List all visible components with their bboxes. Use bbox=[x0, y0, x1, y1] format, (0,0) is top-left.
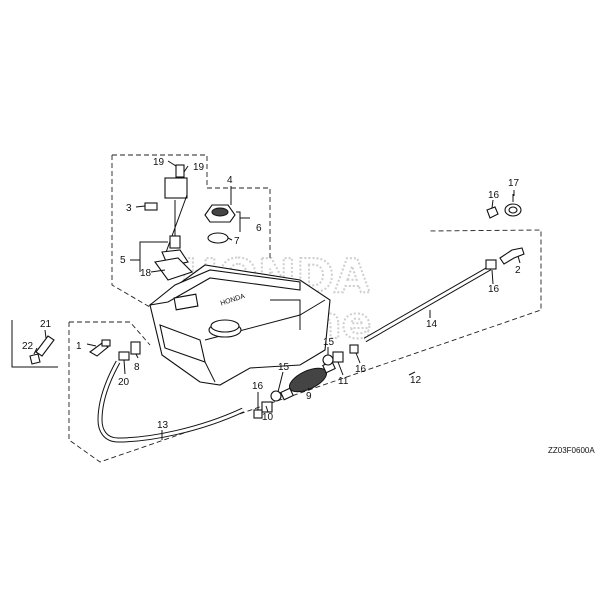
nut-16 bbox=[486, 206, 499, 219]
callout-21: 21 bbox=[40, 319, 52, 330]
callout-16b: 16 bbox=[488, 284, 500, 295]
valve-10 bbox=[261, 401, 273, 413]
callout-7: 7 bbox=[234, 236, 240, 247]
fuel-gauge-assembly bbox=[154, 164, 194, 281]
nut-22 bbox=[29, 353, 41, 365]
valve-11 bbox=[332, 351, 344, 363]
callout-3: 3 bbox=[126, 203, 132, 214]
callout-20: 20 bbox=[118, 377, 130, 388]
leader-lines bbox=[33, 160, 521, 440]
callout-15b: 15 bbox=[323, 337, 335, 348]
clamp-20 bbox=[118, 351, 130, 361]
callout-16c: 16 bbox=[252, 381, 264, 392]
callout-8: 8 bbox=[134, 362, 140, 373]
adapter-21 bbox=[35, 335, 55, 357]
clip-17 bbox=[504, 194, 522, 217]
callout-11: 11 bbox=[338, 376, 349, 387]
callout-9: 9 bbox=[306, 391, 312, 402]
clamp-15b bbox=[322, 354, 334, 366]
callout-18: 18 bbox=[140, 268, 152, 279]
callout-2: 2 bbox=[515, 265, 521, 276]
fuel-tank: HONDA bbox=[148, 264, 331, 386]
callout-17: 17 bbox=[508, 178, 520, 189]
hose-clamp-16b bbox=[485, 259, 497, 270]
callout-16a: 16 bbox=[488, 190, 500, 201]
cap-gasket bbox=[207, 232, 229, 244]
callout-10: 10 bbox=[262, 412, 274, 423]
callout-1: 1 bbox=[76, 341, 82, 352]
callout-13: 13 bbox=[157, 420, 169, 431]
fuel-line-group-boundary bbox=[68, 229, 542, 463]
bracket-21-22 bbox=[11, 320, 58, 368]
engine-connector-1 bbox=[89, 339, 111, 357]
callout-15a: 15 bbox=[278, 362, 290, 373]
fitting-8 bbox=[130, 341, 141, 355]
clamp-16d bbox=[349, 344, 359, 354]
callout-16d: 16 bbox=[355, 364, 367, 375]
tank-connector bbox=[499, 247, 525, 265]
callout-14: 14 bbox=[426, 319, 438, 330]
tank-assembly-boundary bbox=[112, 154, 271, 260]
drawing-code: ZZ03F0600A bbox=[548, 446, 595, 455]
screw-3 bbox=[144, 202, 158, 211]
callout-12: 12 bbox=[410, 375, 422, 386]
callout-22: 22 bbox=[22, 341, 34, 352]
callout-5: 5 bbox=[120, 255, 126, 266]
callout-6: 6 bbox=[256, 223, 262, 234]
callout-4: 4 bbox=[227, 175, 233, 186]
callout-19a: 19 bbox=[153, 157, 165, 168]
clamp-15a bbox=[270, 390, 282, 402]
callout-19b: 19 bbox=[193, 162, 205, 173]
clamp-16c bbox=[253, 409, 263, 419]
fuel-cap bbox=[204, 204, 236, 223]
